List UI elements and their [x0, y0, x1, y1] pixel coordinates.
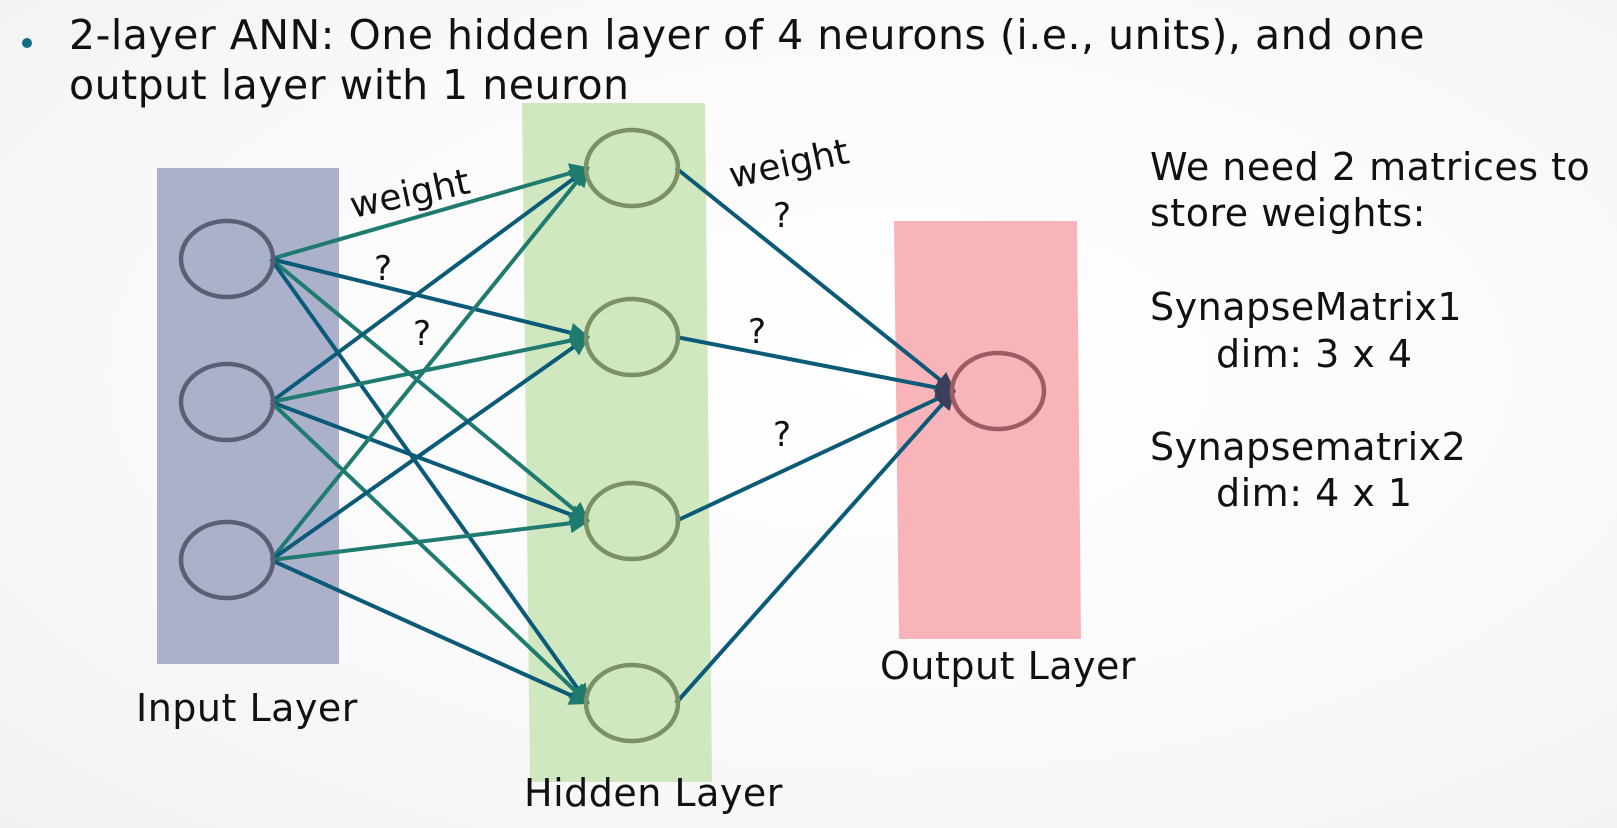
question-mark-3: ? — [773, 196, 791, 236]
hidden-neuron-3 — [583, 480, 681, 562]
edge-input2-hidden4 — [269, 400, 590, 705]
bullet-dot-icon — [22, 38, 32, 48]
edges-group — [269, 163, 956, 705]
input-neuron-1 — [178, 218, 276, 300]
edge-hidden4-output1 — [674, 389, 956, 705]
input-neuron-3 — [178, 519, 276, 601]
edge-input2-hidden2 — [270, 330, 590, 404]
edge-input1-hidden3 — [269, 257, 590, 523]
matrix1-name: SynapseMatrix1 — [1150, 285, 1463, 329]
edge-input3-hidden3 — [270, 513, 590, 562]
edge-input3-hidden4 — [270, 558, 590, 705]
nodes-group — [178, 127, 1047, 744]
edge-input2-hidden3 — [270, 400, 590, 525]
bullet-text: 2-layer ANN: One hidden layer of 4 neuro… — [69, 11, 1425, 109]
question-mark-1: ? — [374, 249, 392, 289]
matrix2-name: Synapsematrix2 — [1150, 425, 1467, 469]
edge-input1-hidden4 — [269, 257, 590, 705]
edge-input3-hidden1 — [269, 166, 590, 562]
hidden-layer-label: Hidden Layer — [524, 771, 783, 815]
matrix2-dim: dim: 4 x 1 — [1216, 471, 1413, 515]
edge-input1-hidden1 — [270, 163, 590, 261]
output-layer-label: Output Layer — [880, 644, 1137, 688]
edge-input1-hidden2 — [270, 257, 590, 343]
hidden-neuron-1 — [583, 127, 681, 209]
matrix1-dim: dim: 3 x 4 — [1216, 332, 1413, 376]
hidden-neuron-4 — [583, 662, 681, 744]
output-neuron-1 — [949, 350, 1047, 432]
edge-input3-hidden2 — [269, 335, 590, 562]
edge-hidden1-output1 — [674, 166, 956, 393]
question-mark-4: ? — [748, 312, 766, 352]
input-layer-label: Input Layer — [136, 686, 358, 730]
hidden-neuron-2 — [583, 296, 681, 378]
side-note-line-1: We need 2 matrices to — [1150, 145, 1591, 189]
side-note-line-2: store weights: — [1150, 191, 1426, 235]
edge-hidden2-output1 — [675, 335, 956, 398]
question-mark-2: ? — [413, 314, 431, 354]
edge-hidden3-output1 — [675, 389, 956, 523]
weight-label-input-hidden: weight — [346, 161, 473, 226]
question-mark-5: ? — [773, 415, 791, 455]
input-neuron-2 — [178, 361, 276, 443]
edge-input2-hidden1 — [269, 166, 590, 404]
weight-label-hidden-output: weight — [725, 131, 852, 196]
hidden-layer-band — [522, 103, 712, 782]
